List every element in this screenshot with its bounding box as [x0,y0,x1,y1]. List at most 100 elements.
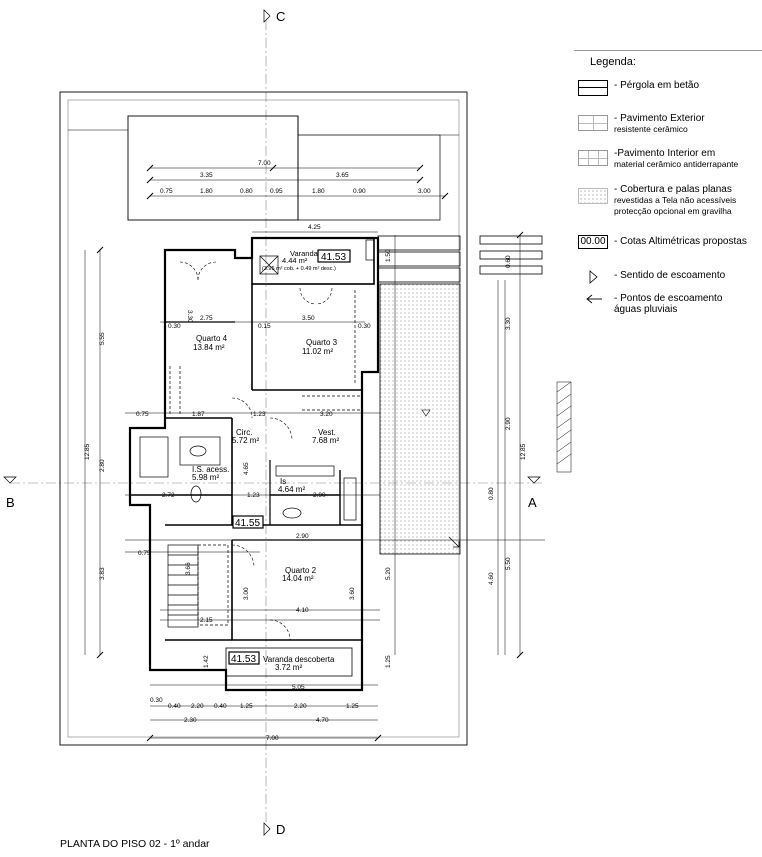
room-area: 13.84 m² [193,343,225,352]
svg-text:2.80: 2.80 [99,459,106,472]
pergola-slats [377,235,543,283]
interior-paving-symbol [578,150,608,166]
svg-text:3.50: 3.50 [302,315,315,322]
svg-text:4.10: 4.10 [296,607,309,614]
elevation-value: 41.53 [321,252,346,263]
room-name: Varanda [290,249,319,258]
svg-text:5.05: 5.05 [292,684,305,691]
svg-text:1.87: 1.87 [192,411,205,418]
svg-text:2.90: 2.90 [505,417,512,430]
flow-direction-icon [589,270,598,284]
svg-text:7.00: 7.00 [266,735,279,742]
svg-text:3.30: 3.30 [505,317,512,330]
room-area: 11.02 m² [302,347,333,356]
svg-text:2.20: 2.20 [294,703,307,710]
svg-text:0.30: 0.30 [150,697,163,704]
svg-text:0.60: 0.60 [505,255,512,268]
svg-text:1.23: 1.23 [253,411,266,418]
svg-text:3.60: 3.60 [349,587,356,600]
section-label-c: C [276,9,285,24]
svg-text:1.50: 1.50 [385,249,392,262]
svg-text:0.30: 0.30 [168,323,181,330]
svg-text:2.75: 2.75 [200,315,213,322]
svg-text:0.75: 0.75 [138,550,151,557]
svg-text:3.00: 3.00 [418,188,431,195]
section-axis-lines [10,20,545,830]
building-walls [128,236,380,692]
room-name: Is [280,477,286,486]
room-area: 5.98 m² [192,473,219,482]
svg-text:0.80: 0.80 [488,487,495,500]
dimension-lines [84,167,545,739]
uncovered-balcony [225,647,353,677]
section-marker-bottom: D [263,822,285,837]
svg-text:0.75: 0.75 [136,411,149,418]
svg-text:0.40: 0.40 [168,703,181,710]
svg-text:1.25: 1.25 [346,703,359,710]
svg-text:4.25: 4.25 [308,224,321,231]
svg-text:0.15: 0.15 [258,323,271,330]
dimension-labels: 7.00 3.35 3.65 0.75 1.80 0.80 0.95 1.80 … [84,160,527,742]
svg-text:2.72: 2.72 [162,492,175,499]
svg-text:5.55: 5.55 [99,332,106,345]
room-name: Varanda descoberta [263,655,335,664]
door-swings [179,261,333,641]
svg-text:1.25: 1.25 [240,703,253,710]
room-note: (3.95 m² cob. + 0.49 m² desc.) [262,266,336,272]
room-area: 5.72 m² [232,436,259,445]
pergola-symbol [578,80,608,96]
room-name: Vest. [318,428,336,437]
svg-text:5.20: 5.20 [385,567,392,580]
svg-text:12.85: 12.85 [84,443,91,460]
svg-text:0.40: 0.40 [214,703,227,710]
drain-arrow-icon [586,294,602,304]
room-name: I.S. acess. [192,465,229,474]
svg-text:2.30: 2.30 [184,717,197,724]
roof-symbol [578,188,608,204]
room-area: 3.72 m² [275,663,302,672]
elevation-tag-top: 41.53 [317,249,351,263]
svg-text:3.83: 3.83 [99,567,106,580]
elevation-box-symbol: 00.00 [578,235,608,249]
elevation-tag-mid: 41.55 [232,515,264,529]
svg-text:0.90: 0.90 [353,188,366,195]
svg-text:1.23: 1.23 [247,492,260,499]
room-area: 4.44 m² [282,256,308,265]
room-labels: Varanda 4.44 m² (3.95 m² cob. + 0.49 m² … [192,249,339,672]
section-marker-left: B [3,476,17,510]
room-name: Circ. [236,428,252,437]
svg-text:12.85: 12.85 [520,443,527,460]
svg-text:3.20: 3.20 [320,411,333,418]
section-label-d: D [276,822,285,837]
retaining-wall-hatch [556,381,572,473]
interior-fittings [139,239,375,628]
section-label-a: A [528,495,537,510]
svg-text:2.90: 2.90 [313,492,326,499]
room-area: 14.04 m² [282,574,314,583]
svg-text:0.80: 0.80 [240,188,253,195]
room-area: 7.68 m² [312,436,339,445]
svg-text:1.25: 1.25 [385,655,392,668]
legend-title: Legenda: [590,56,636,68]
svg-text:3.00: 3.00 [243,587,250,600]
svg-text:5.50: 5.50 [505,557,512,570]
svg-text:3.30: 3.30 [186,310,193,323]
dimension-ticks [96,164,524,742]
svg-text:4.60: 4.60 [488,572,495,585]
svg-text:3.35: 3.35 [200,172,213,179]
svg-text:1.80: 1.80 [200,188,213,195]
elevation-value: 41.53 [231,654,256,665]
svg-text:3.66: 3.66 [185,562,192,575]
section-label-b: B [6,495,15,510]
room-name: Quarto 2 [285,566,317,575]
room-name: Quarto 3 [306,338,338,347]
svg-text:0.30: 0.30 [358,323,371,330]
room-name: Quarto 4 [196,334,228,343]
svg-text:0.75: 0.75 [160,188,173,195]
svg-text:3.65: 3.65 [336,172,349,179]
section-marker-top: C [263,9,285,24]
sheet-title: PLANTA DO PISO 02 - 1º andar [60,838,210,850]
exterior-paving-symbol [578,115,608,131]
elevation-value: 41.55 [235,518,260,529]
